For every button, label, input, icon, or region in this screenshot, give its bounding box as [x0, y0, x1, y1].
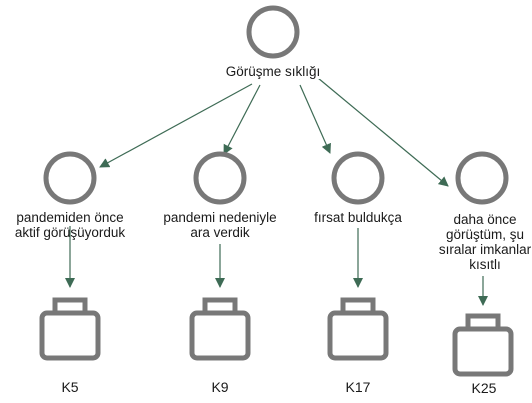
code-node-circle-3: [331, 151, 385, 205]
code-node-label-4-line-4: kısıtlı: [469, 257, 501, 272]
root-node-label-text: Görüşme sıklığı: [224, 64, 322, 79]
code-node-label-4: daha önce görüştüm, şu sıralar imkanlar …: [439, 212, 531, 272]
edge-root-to-code-1: [99, 83, 253, 168]
code-node-label-1: pandemiden önce aktif görüşüyorduk: [15, 210, 125, 240]
case-icon-1: [39, 297, 101, 361]
case-icon-2: [189, 297, 251, 361]
edge-root-to-code-2: [223, 84, 261, 155]
code-node-label-2-line-1: pandemi nedeniyle: [163, 210, 277, 225]
code-node-label-2-line-2: ara verdik: [190, 225, 250, 240]
code-node-label-3: fırsat buldukça: [314, 210, 402, 225]
case-label-4: K25: [471, 380, 497, 396]
code-node-circle-4: [455, 151, 509, 205]
edge-root-to-code-3: [299, 84, 331, 154]
code-node-label-1-line-1: pandemiden önce: [16, 210, 124, 225]
case-label-3: K17: [345, 379, 371, 395]
case-label-2: K9: [211, 379, 229, 395]
code-node-circle-1: [43, 151, 97, 205]
root-node-label: Görüşme sıklığı: [224, 64, 322, 79]
edge-root-to-code-4: [317, 77, 449, 187]
code-node-label-1-line-2: aktif görüşüyorduk: [14, 225, 126, 240]
case-icon-3: [327, 297, 389, 361]
code-node-circle-2: [193, 151, 247, 205]
code-node-label-4-line-3: sıralar imkanlar: [438, 242, 532, 257]
root-node-circle: [246, 5, 300, 59]
case-label-1: K5: [61, 379, 79, 395]
code-node-label-2: pandemi nedeniyle ara verdik: [163, 210, 276, 240]
code-node-label-4-line-1: daha önce: [453, 212, 517, 227]
case-icon-4: [452, 313, 514, 377]
code-node-label-4-line-2: görüştüm, şu: [445, 227, 525, 242]
code-node-label-3-line-1: fırsat buldukça: [314, 210, 402, 225]
